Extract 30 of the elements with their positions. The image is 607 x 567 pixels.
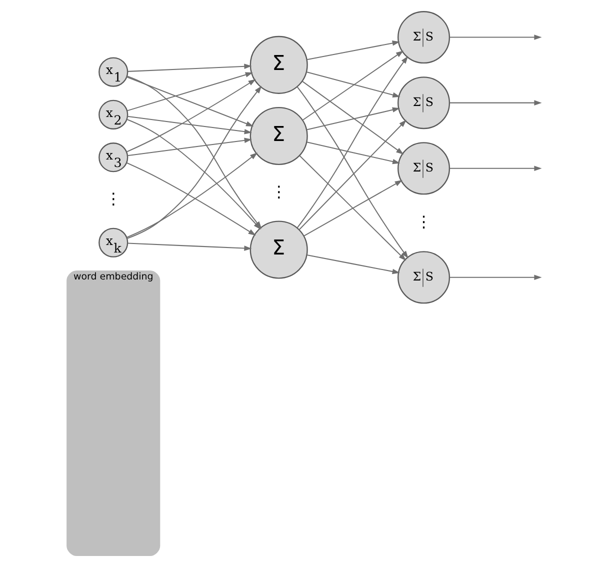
arrow — [306, 40, 400, 60]
arrow — [126, 72, 252, 112]
arrow — [126, 79, 256, 152]
arrow — [298, 120, 406, 230]
arrow — [449, 100, 542, 106]
arrow — [449, 166, 542, 172]
arrow — [303, 180, 402, 236]
arrow — [296, 56, 408, 228]
node-circle: Σ S — [397, 142, 450, 195]
arrow — [302, 50, 404, 121]
node-box: word embedding — [66, 270, 160, 556]
arrow — [298, 155, 406, 261]
label: ⋮ — [104, 188, 121, 208]
label: ⋮ — [415, 212, 432, 231]
arrow — [126, 152, 258, 238]
arrow — [127, 138, 252, 156]
arrow — [306, 254, 400, 274]
arrow — [296, 86, 408, 258]
arrow — [127, 64, 252, 72]
arrow — [127, 242, 252, 251]
arrow — [449, 274, 542, 280]
arrow — [449, 34, 542, 40]
arrow — [302, 80, 404, 154]
arrow — [306, 142, 400, 164]
arrow — [126, 76, 254, 126]
arrow — [127, 116, 252, 134]
arrow — [306, 72, 400, 98]
arrow — [126, 162, 256, 236]
label: ⋮ — [270, 182, 286, 201]
arrow — [306, 107, 400, 130]
